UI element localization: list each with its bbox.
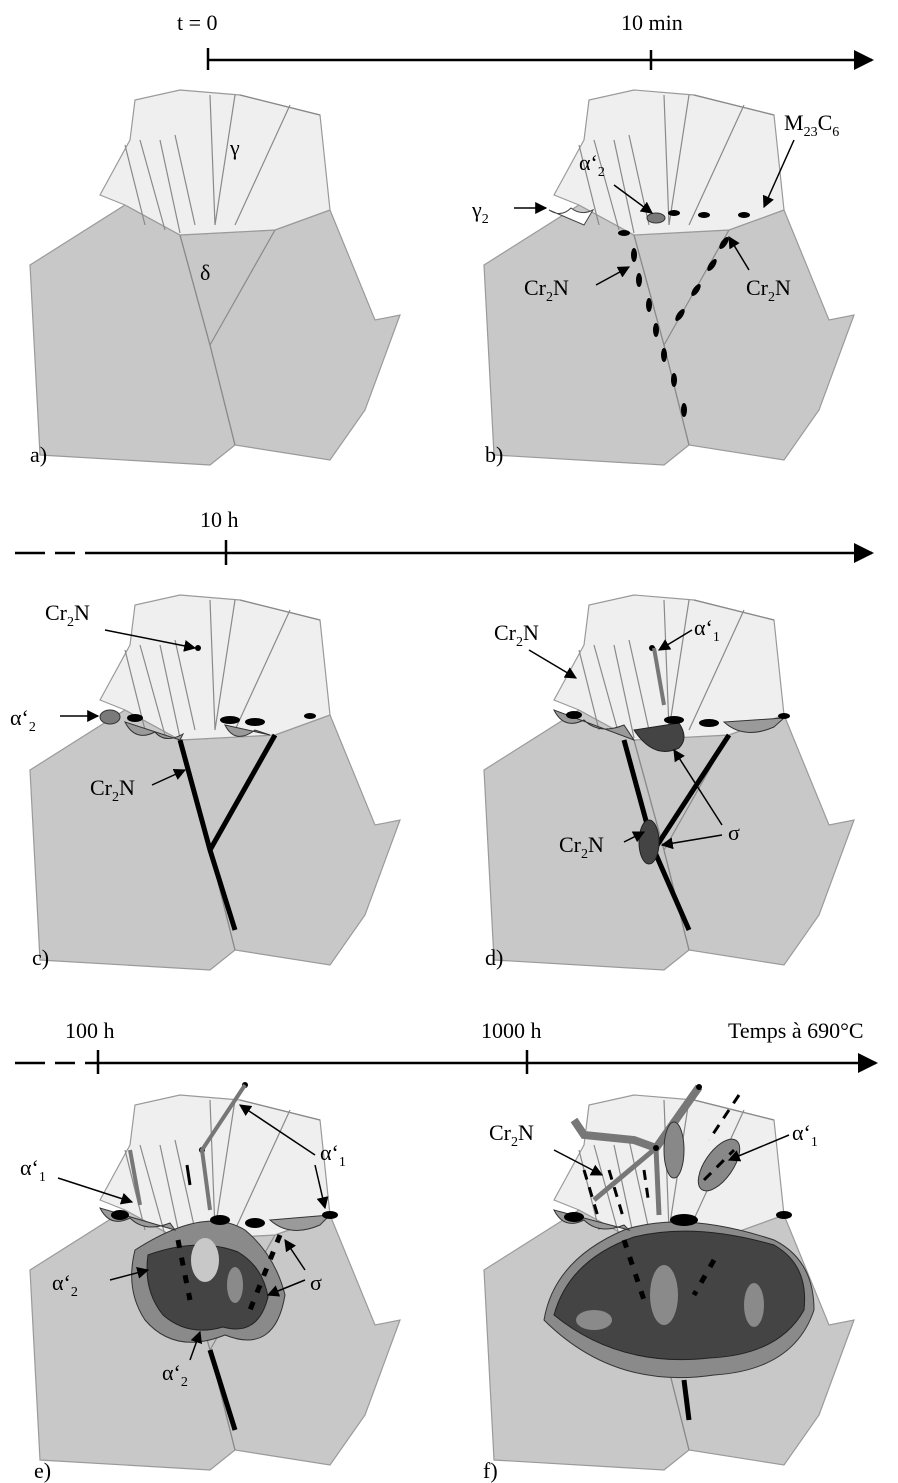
panel-label-c: c): [32, 945, 49, 970]
label-100h: 100 h: [65, 1018, 115, 1043]
label-cr2n-c2: Cr2N: [90, 775, 135, 805]
label-cr2n-f: Cr2N: [489, 1120, 534, 1150]
label-alpha2-e1: α‘2: [52, 1270, 78, 1300]
panel-b: α‘2 γ2 M23C6 Cr2N Cr2N: [471, 89, 855, 466]
label-m23c6: M23C6: [784, 110, 839, 140]
label-cr2n-c1: Cr2N: [45, 600, 90, 630]
label-alpha2-c: α‘2: [10, 705, 36, 735]
panel-e: α‘1 α‘1 α‘2 σ α‘2: [20, 1082, 401, 1471]
label-alpha2-e2: α‘2: [162, 1360, 188, 1390]
panel-a: γ δ: [29, 89, 401, 466]
label-alpha1-f: α‘1: [792, 1120, 818, 1150]
panel-d: Cr2N α‘1 σ Cr2N: [483, 594, 855, 971]
label-alpha1-d: α‘1: [694, 615, 720, 645]
label-gamma2: γ2: [471, 197, 489, 227]
label-temps: Temps à 690°C: [728, 1018, 864, 1043]
gamma-label: γ: [229, 135, 240, 160]
label-t0: t = 0: [177, 10, 218, 35]
delta-label: δ: [200, 260, 210, 285]
panel-label-f: f): [483, 1458, 498, 1483]
panel-label-a: a): [30, 442, 47, 467]
label-alpha2-b: α‘2: [579, 150, 605, 180]
label-10h: 10 h: [200, 507, 239, 532]
label-sigma-d: σ: [728, 820, 740, 845]
label-10min: 10 min: [621, 10, 683, 35]
panel-label-d: d): [485, 945, 503, 970]
label-cr2n-d1: Cr2N: [494, 620, 539, 650]
panel-label-e: e): [34, 1458, 51, 1483]
label-cr2n-d2: Cr2N: [559, 832, 604, 862]
panel-c: Cr2N α‘2 Cr2N: [10, 594, 401, 971]
label-alpha1-e2: α‘1: [320, 1140, 346, 1170]
timeline-1: t = 0 10 min: [177, 10, 874, 70]
panel-f: Cr2N α‘1: [483, 1084, 855, 1471]
label-sigma-e: σ: [310, 1270, 322, 1295]
timeline-2: 10 h: [15, 507, 874, 565]
label-cr2n-b2: Cr2N: [746, 275, 791, 305]
panel-label-b: b): [485, 442, 503, 467]
label-alpha1-e1: α‘1: [20, 1155, 46, 1185]
label-cr2n-b1: Cr2N: [524, 275, 569, 305]
timeline-3: 100 h 1000 h Temps à 690°C: [15, 1018, 878, 1074]
label-1000h: 1000 h: [481, 1018, 542, 1043]
